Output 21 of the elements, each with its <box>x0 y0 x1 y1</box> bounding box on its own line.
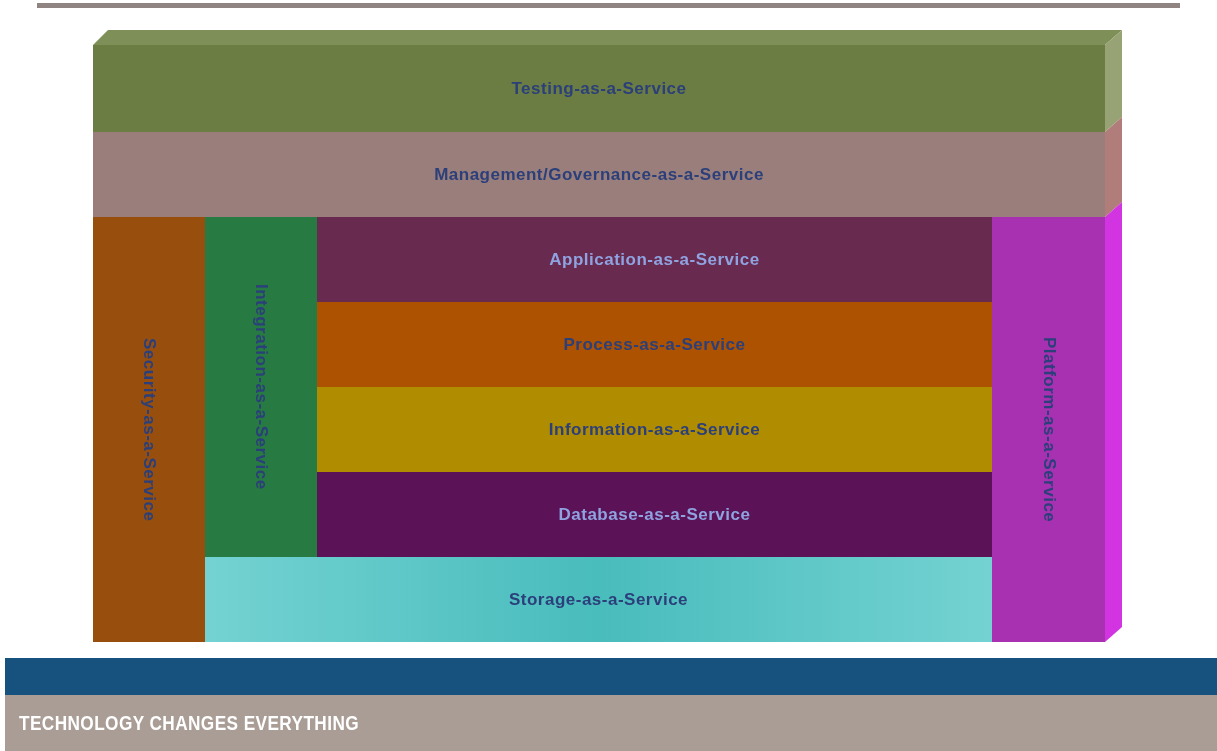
service-layer-block <box>317 387 992 472</box>
service-layer-block <box>205 557 992 642</box>
service-layer-block <box>317 217 992 302</box>
service-layer-block <box>317 302 992 387</box>
layer-label: Application-as-a-Service <box>549 249 760 270</box>
layer-label: Database-as-a-Service <box>558 504 751 525</box>
layer-label: Testing-as-a-Service <box>511 78 687 99</box>
service-layer-block <box>205 217 317 557</box>
service-layer-block <box>93 132 1105 217</box>
service-layer-block <box>93 45 1105 132</box>
layer-label: Storage-as-a-Service <box>508 589 689 610</box>
layer-label: Security-as-a-Service <box>139 337 159 522</box>
layer-label: Process-as-a-Service <box>563 334 746 355</box>
service-layer-block <box>992 217 1105 642</box>
layer-label: Information-as-a-Service <box>548 419 761 440</box>
layer-label: Platform-as-a-Service <box>1038 336 1059 523</box>
layer-label: Management/Governance-as-a-Service <box>434 164 764 185</box>
layer-label: Integration-as-a-Service <box>251 284 271 490</box>
service-layer-block <box>93 217 205 642</box>
tagline-text: TECHNOLOGY CHANGES EVERYTHING <box>19 711 360 735</box>
service-layer-block <box>317 472 992 557</box>
